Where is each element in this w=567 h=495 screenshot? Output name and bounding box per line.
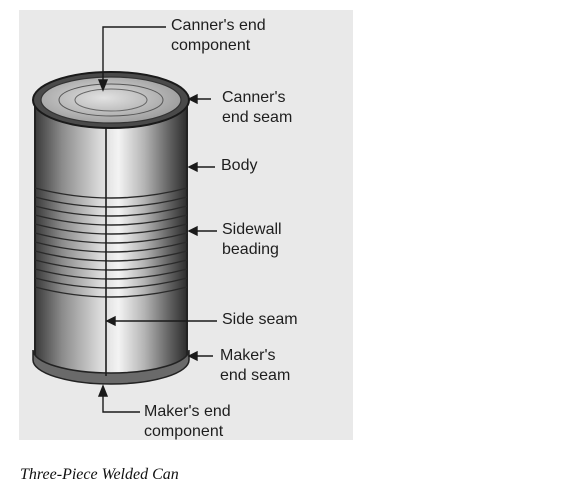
can-body	[32, 99, 190, 385]
leader-lines	[97, 26, 217, 413]
sidewall-beads	[34, 187, 188, 298]
label-body: Body	[221, 157, 258, 174]
label-makers-end-seam: Maker's end seam	[220, 347, 291, 384]
label-canners-end-component: Canner's end component	[171, 17, 266, 54]
label-sidewall-beading: Sidewall beading	[222, 221, 282, 258]
can-illustration	[32, 26, 217, 413]
figure-caption: Three-Piece Welded Can	[20, 466, 179, 483]
label-canners-end-seam: Canner's end seam	[222, 89, 293, 126]
label-side-seam: Side seam	[222, 311, 298, 328]
can-diagram: Canner's end component Canner's end seam…	[19, 10, 353, 440]
label-makers-end-component: Maker's end component	[144, 403, 231, 440]
can-lid	[32, 71, 190, 129]
